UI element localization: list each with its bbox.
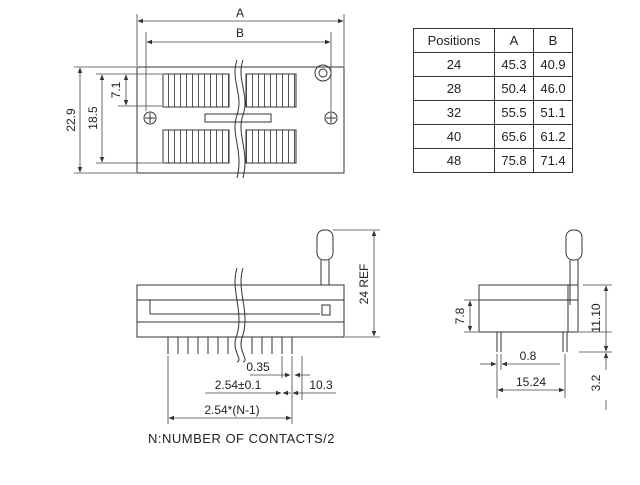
table-row: 32 55.5 51.1 (413, 100, 573, 125)
table-cell-b: 61.2 (533, 124, 573, 149)
dim-a-label: A (236, 6, 244, 20)
table-cell-b: 46.0 (533, 76, 573, 101)
table-cell-a: 65.6 (494, 124, 534, 149)
table-cell-b: 51.1 (533, 100, 573, 125)
front-break-right (240, 267, 246, 363)
dim-3-2-label: 3.2 (589, 374, 603, 391)
front-break-left (234, 267, 240, 363)
dim-11-10-label: 11.10 (589, 303, 603, 332)
contact-block-top-left (162, 73, 230, 108)
dim-24-ref-label: 24 REF (357, 264, 371, 305)
table-cell-positions: 28 (413, 76, 495, 101)
contacts-note: N:NUMBER OF CONTACTS/2 (148, 431, 335, 446)
front-view: 24 REF 0.35 2.54±0.1 10.3 2.54*(N-1) (136, 229, 380, 424)
table-header-a: A (494, 28, 534, 53)
dimension-table: Positions A B 24 45.3 40.9 28 50.4 46.0 … (413, 28, 573, 173)
table-header-row: Positions A B (413, 28, 573, 53)
break-line-left (234, 59, 240, 179)
dim-18-5-label: 18.5 (86, 106, 100, 130)
top-view: A B 22.9 18.5 7.1 (64, 6, 345, 179)
front-lever-handle (316, 229, 334, 261)
table-cell-positions: 24 (413, 52, 495, 77)
table-cell-b: 71.4 (533, 148, 573, 173)
dim-0-35-label: 0.35 (246, 360, 270, 374)
dim-0-8-label: 0.8 (520, 349, 537, 363)
center-slot (204, 113, 272, 123)
dim-7-1-label: 7.1 (109, 81, 123, 98)
table-cell-positions: 40 (413, 124, 495, 149)
table-row: 40 65.6 61.2 (413, 124, 573, 149)
table-row: 28 50.4 46.0 (413, 76, 573, 101)
dim-total-label: 2.54*(N-1) (204, 403, 259, 417)
table-cell-positions: 48 (413, 148, 495, 173)
side-view: 7.8 11.10 3.2 0.8 15.24 (453, 229, 612, 410)
dim-b-label: B (236, 26, 244, 40)
table-cell-a: 55.5 (494, 100, 534, 125)
side-lever-handle (565, 229, 583, 261)
front-lever-latch (321, 304, 331, 316)
dim-7-8-label: 7.8 (453, 307, 467, 324)
table-header-positions: Positions (413, 28, 495, 53)
dim-10-3-label: 10.3 (309, 378, 333, 392)
dimension-table-wrapper: Positions A B 24 45.3 40.9 28 50.4 46.0 … (413, 28, 573, 173)
table-cell-b: 40.9 (533, 52, 573, 77)
table-header-b: B (533, 28, 573, 53)
table-cell-a: 75.8 (494, 148, 534, 173)
screw-right-icon (324, 111, 338, 125)
table-cell-a: 50.4 (494, 76, 534, 101)
contact-block-top-right (245, 73, 297, 108)
contact-block-bottom-left (162, 129, 230, 164)
table-row: 24 45.3 40.9 (413, 52, 573, 77)
table-row: 48 75.8 71.4 (413, 148, 573, 173)
front-pins (167, 337, 293, 354)
dim-22-9-label: 22.9 (64, 108, 78, 132)
side-view-body (478, 284, 579, 333)
table-cell-positions: 32 (413, 100, 495, 125)
dim-pitch-label: 2.54±0.1 (215, 378, 262, 392)
screw-left-icon (143, 111, 157, 125)
break-line-right (240, 59, 246, 179)
table-cell-a: 45.3 (494, 52, 534, 77)
front-view-body (136, 284, 345, 338)
top-view-body (136, 66, 345, 174)
contact-block-bottom-right (245, 129, 297, 164)
dim-15-24-label: 15.24 (516, 375, 546, 389)
